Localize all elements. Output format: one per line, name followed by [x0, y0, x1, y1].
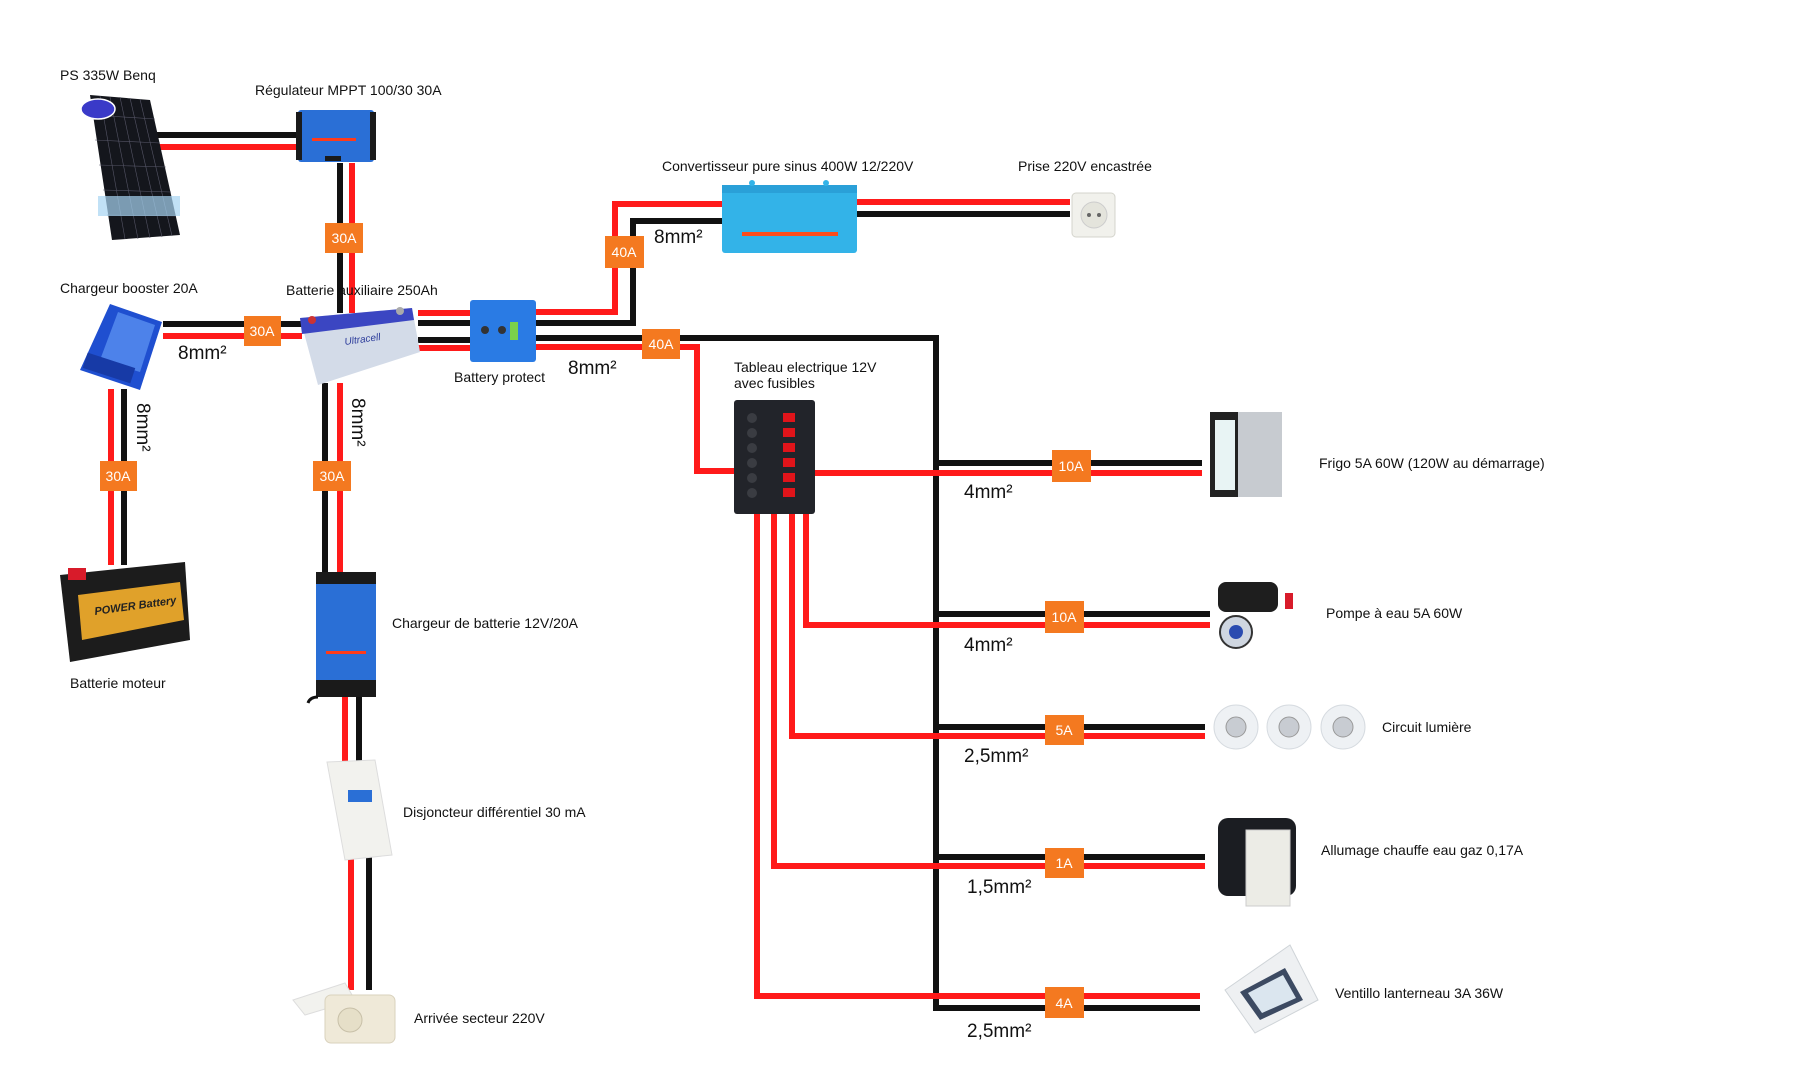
solar-panel-icon	[80, 95, 180, 240]
mppt-controller-icon	[296, 110, 376, 162]
svg-text:1A: 1A	[1055, 855, 1073, 871]
fuse-lumiere: 5A	[1045, 715, 1084, 745]
label-inverter: Convertisseur pure sinus 400W 12/220V	[662, 158, 914, 174]
section-engine: 8mm²	[132, 403, 153, 452]
label-panel-line1: Tableau electrique 12V	[734, 359, 877, 375]
fridge-icon	[1210, 412, 1282, 497]
fuse-booster: 30A	[244, 316, 281, 346]
section-booster: 8mm²	[178, 343, 227, 364]
svg-text:30A: 30A	[106, 468, 132, 484]
section-panel: 8mm²	[568, 358, 617, 379]
fuse-charger: 30A	[313, 461, 351, 491]
aux-battery-icon: Ultracell	[300, 307, 420, 385]
section-pompe: 4mm²	[964, 635, 1013, 656]
mains-inlet-icon	[292, 982, 396, 1044]
label-lumiere: Circuit lumière	[1382, 719, 1472, 735]
wire-pompe-pos	[803, 514, 1210, 628]
inverter-icon	[722, 180, 857, 253]
svg-text:10A: 10A	[1059, 458, 1085, 474]
label-socket: Prise 220V encastrée	[1018, 158, 1152, 174]
label-allumage: Allumage chauffe eau gaz 0,17A	[1321, 842, 1524, 858]
label-mppt: Régulateur MPPT 100/30 30A	[255, 82, 442, 98]
svg-text:30A: 30A	[250, 323, 276, 339]
battery-protect-icon	[470, 300, 536, 362]
svg-text:5A: 5A	[1055, 722, 1073, 738]
label-booster: Chargeur booster 20A	[60, 280, 198, 296]
svg-text:40A: 40A	[649, 336, 675, 352]
label-mains-inlet: Arrivée secteur 220V	[414, 1010, 545, 1026]
water-heater-icon	[1218, 818, 1296, 907]
svg-text:Ultracell: Ultracell	[344, 332, 382, 348]
fuse-allumage: 1A	[1045, 848, 1084, 878]
fuse-inverter: 40A	[605, 236, 644, 268]
svg-text:4A: 4A	[1055, 995, 1073, 1011]
fuse-engine: 30A	[100, 461, 137, 491]
roof-vent-icon	[1224, 944, 1319, 1034]
label-rcd: Disjoncteur différentiel 30 mA	[403, 804, 586, 820]
rcd-breaker-icon	[326, 759, 393, 861]
wire-allumage-pos	[771, 514, 1205, 869]
wire-panel-feed	[536, 344, 734, 474]
svg-text:30A: 30A	[332, 230, 358, 246]
engine-battery-icon: POWER Battery	[60, 562, 190, 662]
label-charger: Chargeur de batterie 12V/20A	[392, 615, 579, 631]
booster-charger-icon	[80, 304, 162, 390]
fuse-frigo: 10A	[1052, 450, 1091, 482]
label-battery-protect: Battery protect	[454, 369, 545, 385]
fuse-pompe: 10A	[1045, 601, 1084, 633]
battery-charger-icon	[306, 572, 376, 704]
lights-icon	[1213, 704, 1366, 750]
label-pompe: Pompe à eau 5A 60W	[1326, 605, 1463, 621]
label-engine-battery: Batterie moteur	[70, 675, 166, 691]
svg-text:10A: 10A	[1052, 609, 1078, 625]
section-charger: 8mm²	[347, 398, 368, 447]
section-frigo: 4mm²	[964, 482, 1013, 503]
label-solar-panel: PS 335W Benq	[60, 67, 156, 83]
wire-inverter-neg	[536, 218, 722, 326]
section-lumiere: 2,5mm²	[964, 746, 1028, 767]
section-inverter: 8mm²	[654, 227, 703, 248]
label-ventillo: Ventillo lanterneau 3A 36W	[1335, 985, 1504, 1001]
fuse-mppt: 30A	[325, 223, 363, 253]
socket-220v-icon	[1071, 192, 1116, 238]
section-ventillo: 2,5mm²	[967, 1021, 1031, 1042]
fuse-panel-icon[interactable]	[734, 400, 815, 514]
fuse-panel: 40A	[642, 329, 680, 359]
label-aux-battery: Batterie auxiliaire 250Ah	[286, 282, 438, 298]
svg-text:30A: 30A	[320, 468, 346, 484]
svg-text:40A: 40A	[612, 244, 638, 260]
water-pump-icon	[1218, 582, 1293, 649]
fuse-ventillo: 4A	[1045, 987, 1084, 1018]
label-frigo: Frigo 5A 60W (120W au démarrage)	[1319, 455, 1545, 471]
label-panel-line2: avec fusibles	[734, 375, 815, 391]
section-allumage: 1,5mm²	[967, 877, 1031, 898]
